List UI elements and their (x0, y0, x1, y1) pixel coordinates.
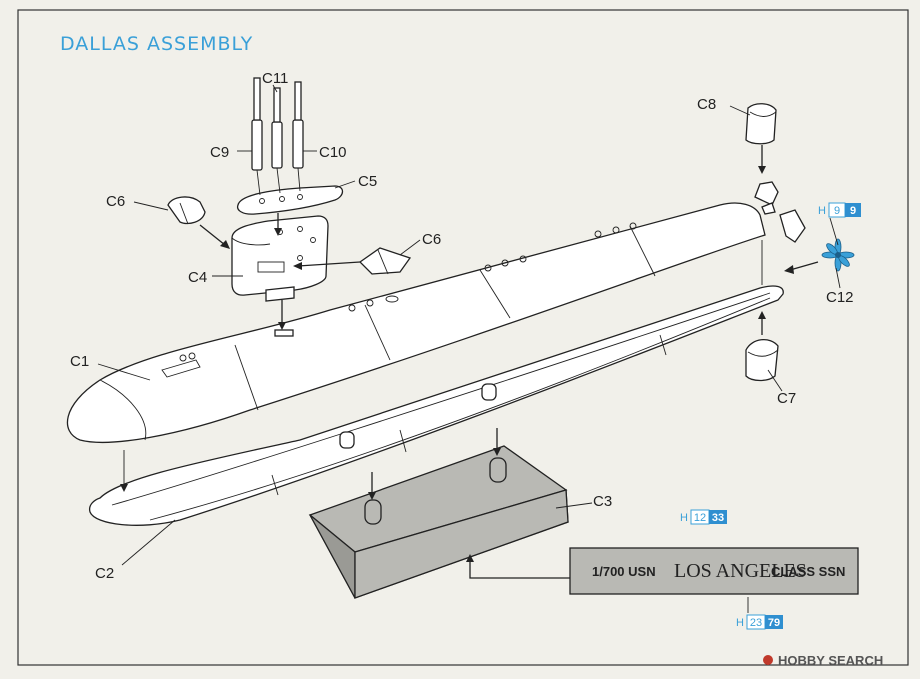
label-c11: C11 (262, 70, 288, 87)
leader-lines (97, 84, 841, 566)
label-c7: C7 (777, 390, 796, 407)
paint-ref-prefix: H (736, 617, 744, 629)
part-c3-stand (308, 445, 569, 599)
nameplate: 1/700 USN LOS ANGELES CLASS SSN (569, 547, 859, 595)
page-frame (17, 9, 909, 666)
part-c6-planes (167, 196, 412, 275)
paint-ref-plate: H 23 79 (736, 614, 783, 630)
paint-ref-code: 9 (834, 205, 840, 217)
part-c8-rudder (745, 103, 777, 145)
label-c1: C1 (70, 353, 89, 370)
watermark-text: HOBBY SEARCH (778, 653, 883, 668)
paint-ref-code: 9 (850, 205, 856, 217)
part-c5-sail-top (236, 185, 344, 215)
paint-ref-prefix: H (680, 512, 688, 524)
watermark: HOBBY SEARCH (763, 653, 883, 668)
label-c5: C5 (358, 173, 377, 190)
paint-ref-code: 12 (694, 512, 706, 524)
part-c4-sail (231, 215, 329, 302)
part-c2-lower-hull (88, 285, 784, 526)
label-c12: C12 (826, 289, 854, 306)
assembly-title: DALLAS ASSEMBLY (60, 33, 253, 55)
part-c7-lower-rudder (745, 339, 779, 382)
nameplate-suffix: CLASS SSN (771, 564, 845, 579)
label-c8: C8 (697, 96, 716, 113)
label-c3: C3 (593, 493, 612, 510)
paint-ref-code: 23 (750, 617, 762, 629)
paint-ref-prefix: H (818, 205, 826, 217)
label-c4: C4 (188, 269, 207, 286)
paint-ref-code: 79 (768, 617, 780, 629)
label-c2: C2 (95, 565, 114, 582)
label-c6-left: C6 (106, 193, 125, 210)
label-c6-right: C6 (422, 231, 441, 248)
assembly-guides (120, 145, 819, 579)
label-c10: C10 (319, 144, 347, 161)
part-labels: C1 C2 C3 C4 C5 C6 C6 C7 C8 C9 C10 C11 C1… (70, 70, 854, 582)
part-masts (251, 77, 304, 171)
part-c12-propeller (821, 238, 855, 272)
nameplate-scale: 1/700 USN (592, 564, 656, 579)
label-c9: C9 (210, 144, 229, 161)
watermark-logo-icon (763, 655, 773, 665)
paint-ref-propeller: H 9 9 (818, 202, 861, 218)
nameplate-name: LOS ANGELES (674, 560, 807, 582)
paint-ref-stand: H 12 33 (680, 509, 727, 525)
paint-ref-code: 33 (712, 512, 724, 524)
